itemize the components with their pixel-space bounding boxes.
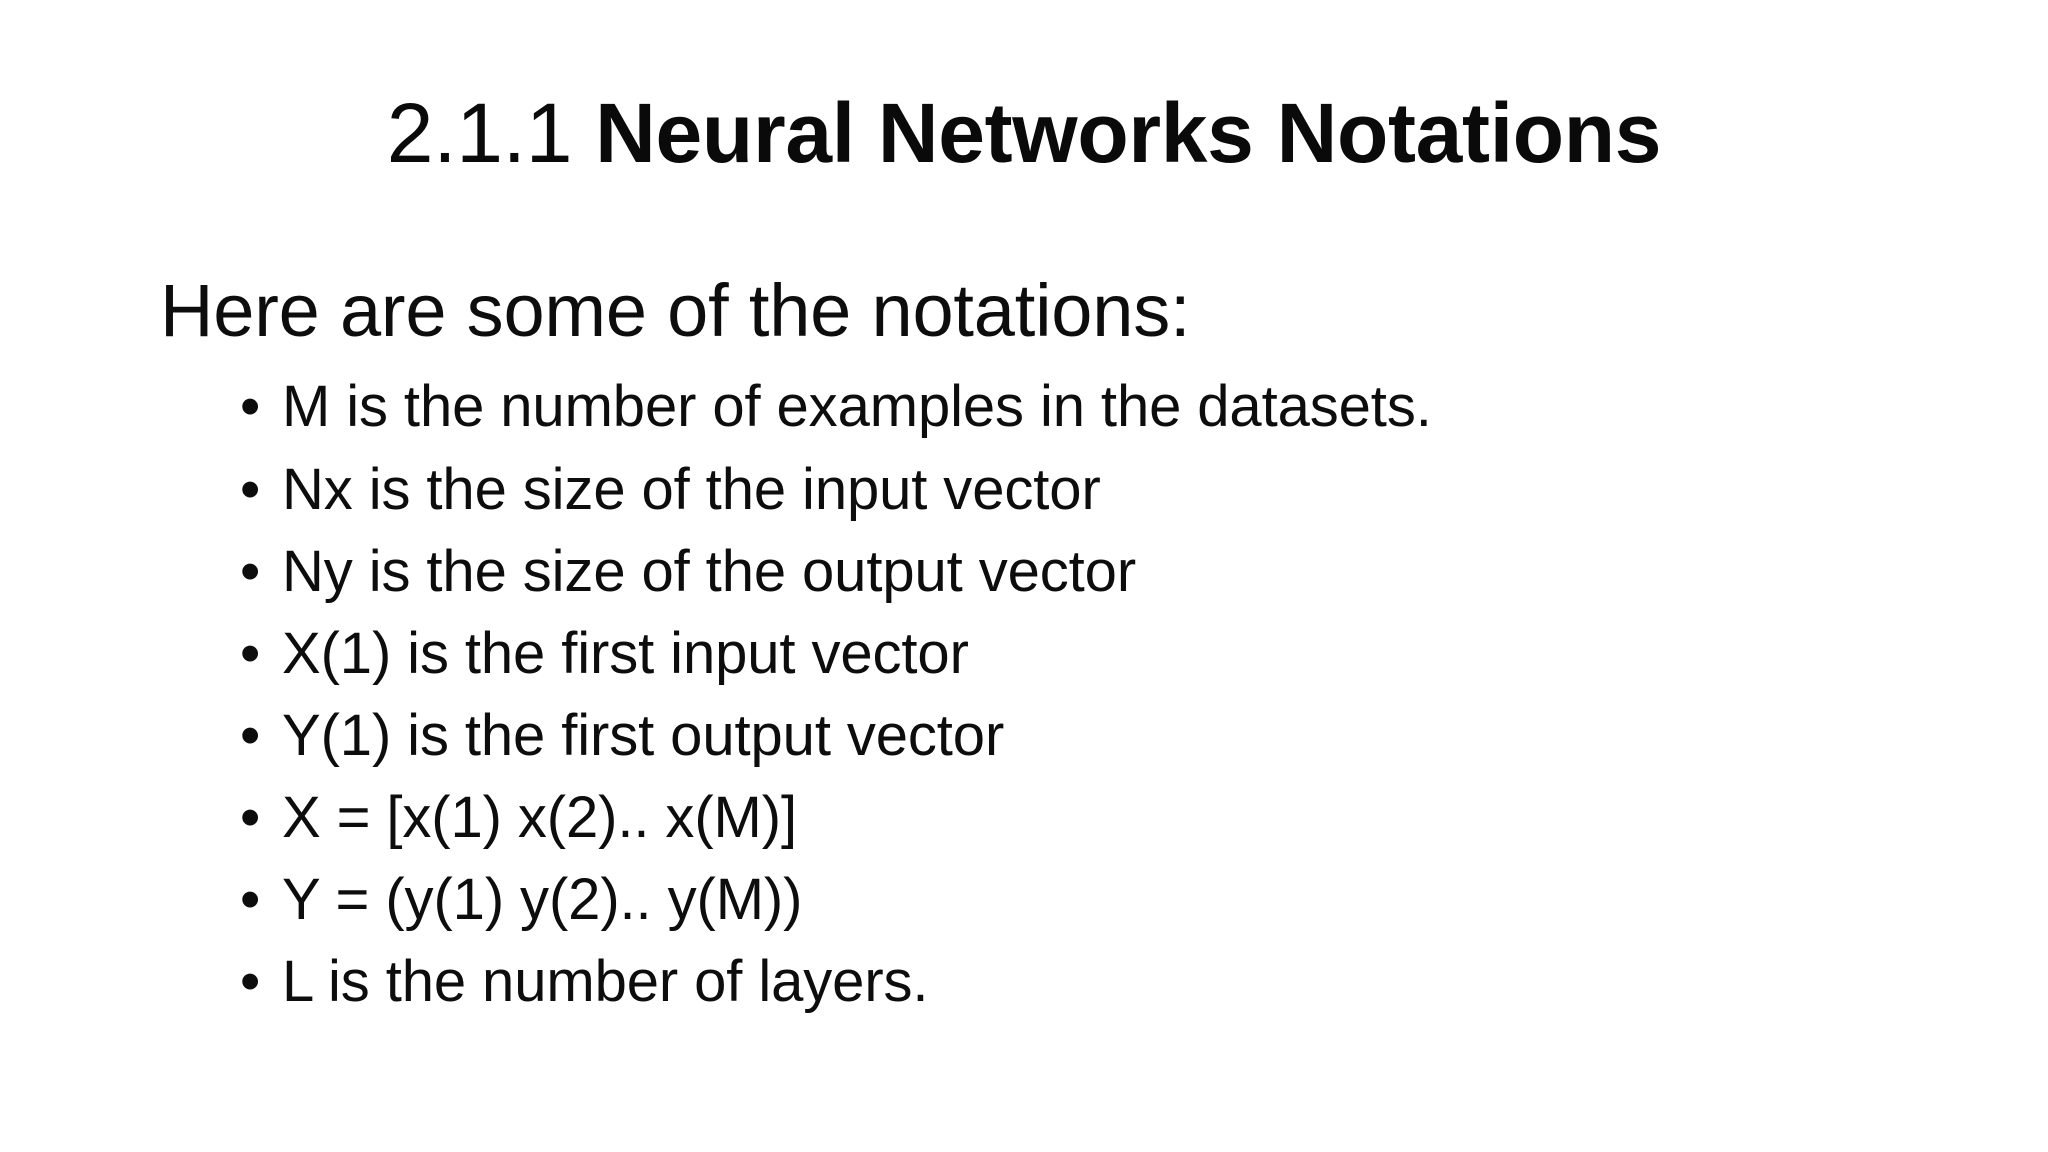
- bullet-dot-icon: •: [240, 784, 261, 850]
- slide-body: Here are some of the notations: • M is t…: [160, 269, 1960, 1023]
- list-item: • L is the number of layers.: [240, 941, 1960, 1023]
- bullet-dot-icon: •: [240, 948, 261, 1014]
- list-item-label: Ny is the size of the output vector: [282, 538, 1137, 604]
- list-item: • X = [x(1) x(2).. x(M)]: [240, 777, 1960, 859]
- list-item: • Y(1) is the first output vector: [240, 695, 1960, 777]
- bullet-dot-icon: •: [240, 374, 261, 440]
- page-title: 2.1.1 Neural Networks Notations: [0, 86, 2048, 180]
- bullet-dot-icon: •: [240, 620, 261, 686]
- title-section-number: 2.1.1: [386, 86, 596, 181]
- bullet-dot-icon: •: [240, 702, 261, 768]
- list-item-label: L is the number of layers.: [282, 948, 929, 1014]
- list-item-label: Nx is the size of the input vector: [282, 456, 1101, 522]
- list-item-label: Y(1) is the first output vector: [282, 702, 1005, 768]
- bullet-dot-icon: •: [240, 538, 261, 604]
- bullet-dot-icon: •: [240, 456, 261, 522]
- lead-line: Here are some of the notations:: [160, 269, 1191, 352]
- list-item: • Y = (y(1) y(2).. y(M)): [240, 859, 1960, 941]
- list-item: • X(1) is the first input vector: [240, 613, 1960, 695]
- list-item: • Nx is the size of the input vector: [240, 449, 1960, 531]
- list-item-label: Y = (y(1) y(2).. y(M)): [282, 866, 803, 932]
- list-item: • Ny is the size of the output vector: [240, 531, 1960, 613]
- list-item: • M is the number of examples in the dat…: [240, 366, 1960, 448]
- notations-list: • M is the number of examples in the dat…: [160, 366, 1960, 1023]
- list-item-label: M is the number of examples in the datas…: [282, 374, 1432, 440]
- bullet-dot-icon: •: [240, 866, 261, 932]
- list-item-label: X(1) is the first input vector: [282, 620, 969, 686]
- list-item-label: X = [x(1) x(2).. x(M)]: [282, 784, 797, 850]
- title-text: Neural Networks Notations: [595, 86, 1662, 181]
